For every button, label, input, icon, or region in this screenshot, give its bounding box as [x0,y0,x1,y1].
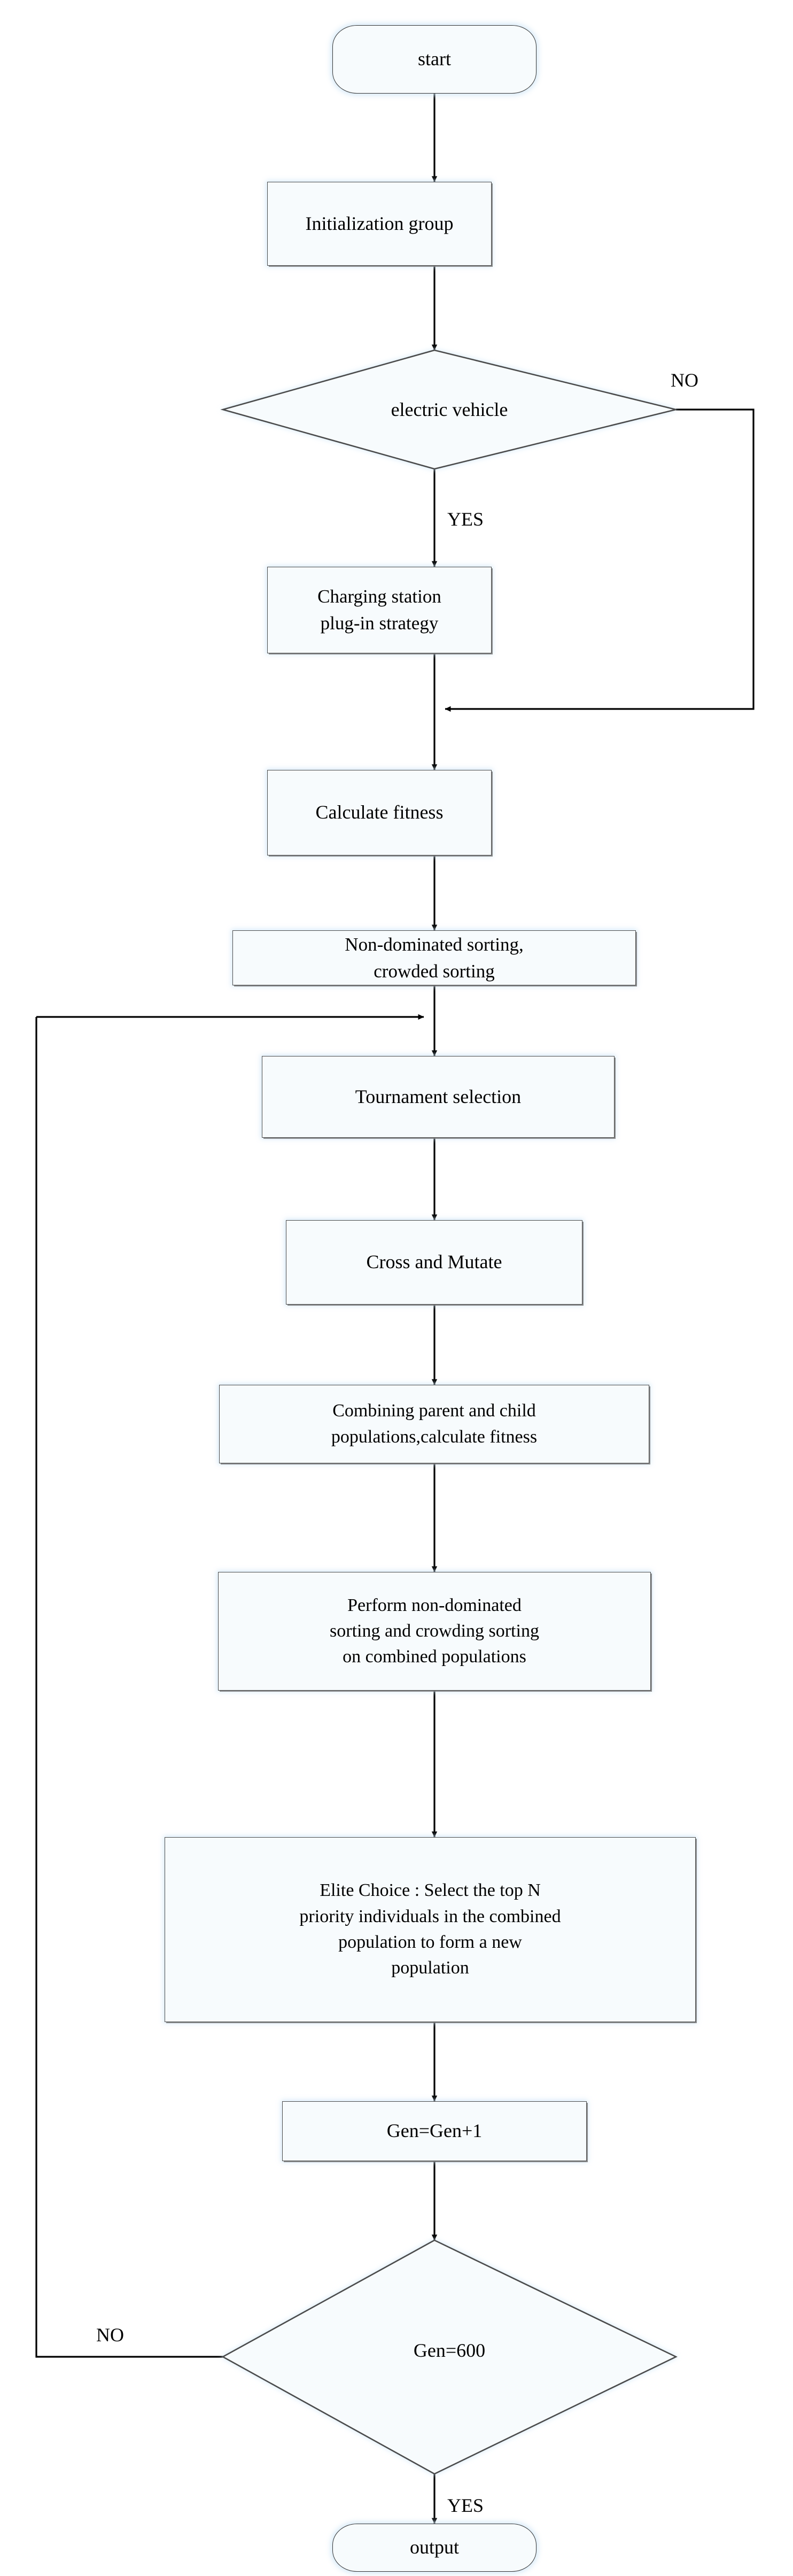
edge-label-yes-electric-vehicle: YES [447,508,484,530]
node-elite-line4: population [391,1958,469,1978]
node-nds-line2: crowded sorting [374,960,495,982]
node-calculate-fitness[interactable]: Calculate fitness [267,770,492,855]
node-combine-line1: Combining parent and child [332,1401,536,1421]
node-gen-check[interactable]: Gen=600 [223,2240,676,2474]
node-gen-increment[interactable]: Gen=Gen+1 [282,2101,587,2161]
node-gen-increment-label: Gen=Gen+1 [386,2120,483,2142]
node-cross-and-mutate[interactable]: Cross and Mutate [286,1220,582,1305]
edge-label-yes-gen-check: YES [447,2495,484,2516]
node-charging-line1: Charging station [317,586,441,607]
node-charging-line2: plug-in strategy [320,613,439,634]
edge-gencheck-no-loopback [35,1017,223,2358]
decision-shape-gen-check [221,2239,678,2475]
node-charging-station-strategy[interactable]: Charging station plug-in strategy [267,567,492,653]
node-non-dominated-sorting[interactable]: Non-dominated sorting, crowded sorting [232,930,636,985]
node-cross-and-mutate-label: Cross and Mutate [366,1251,502,1273]
edge-decision-no-bypass [445,408,755,712]
node-combine-line2: populations,calculate fitness [331,1426,538,1447]
edge-label-no-gen-check: NO [96,2324,124,2346]
node-sortcomb-line2: sorting and crowding sorting [330,1621,539,1641]
node-tournament-selection-label: Tournament selection [355,1085,522,1107]
decision-shape-electric-vehicle [220,349,677,470]
node-output[interactable]: output [332,2524,537,2572]
node-combine-populations[interactable]: Combining parent and child populations,c… [219,1385,649,1463]
node-initialization-group-label: Initialization group [305,212,454,234]
node-output-label: output [409,2536,459,2558]
node-sortcomb-line1: Perform non-dominated [347,1595,522,1615]
node-sorting-combined-populations[interactable]: Perform non-dominated sorting and crowdi… [218,1572,651,1691]
node-elite-line2: priority individuals in the combined [299,1906,561,1926]
node-sortcomb-line3: on combined populations [343,1647,526,1667]
node-calculate-fitness-label: Calculate fitness [315,801,444,823]
node-elite-line1: Elite Choice : Select the top N [320,1880,541,1901]
node-electric-vehicle-label: electric vehicle [391,399,508,420]
node-start[interactable]: start [332,25,537,94]
node-elite-line3: population to form a new [338,1932,522,1952]
node-gen-check-label: Gen=600 [413,2340,486,2361]
node-initialization-group[interactable]: Initialization group [267,182,492,266]
node-nds-line1: Non-dominated sorting, [345,934,524,955]
node-electric-vehicle[interactable]: electric vehicle [223,350,676,469]
node-tournament-selection[interactable]: Tournament selection [262,1056,615,1138]
node-start-label: start [418,48,451,70]
edge-label-no-electric-vehicle: NO [671,369,698,391]
node-elite-choice[interactable]: Elite Choice : Select the top N priority… [165,1837,696,2022]
